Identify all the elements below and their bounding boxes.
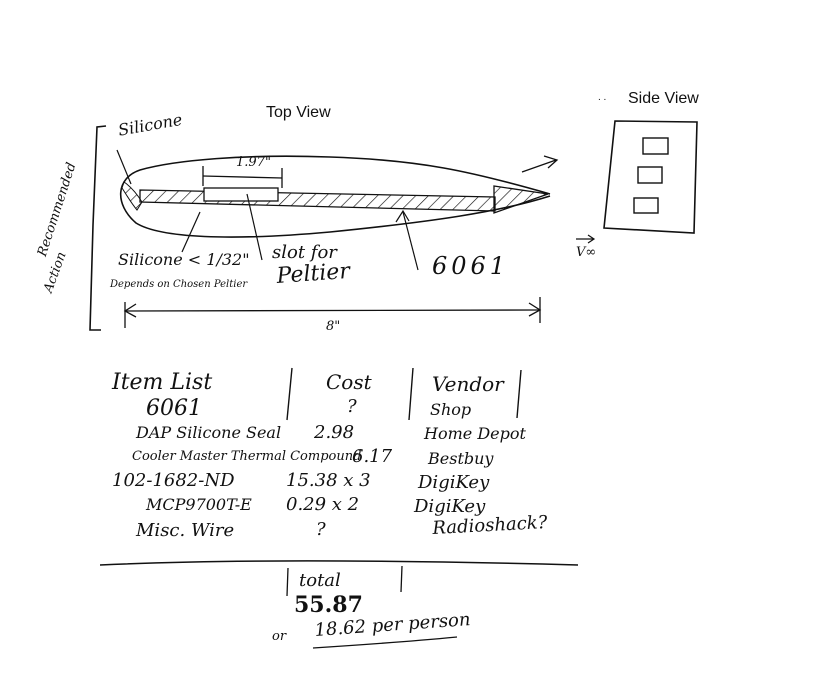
slot-dimension-line: [202, 175, 283, 179]
row-5-item: MCP9700T-E: [146, 495, 252, 514]
row-5-vendor: DigiKey: [414, 496, 486, 517]
row-5-cost: 0.29 x 2: [286, 494, 360, 515]
side-view-sensor-1: [642, 137, 669, 155]
row-6-cost: ?: [316, 519, 326, 540]
table-divider-3: [516, 369, 522, 419]
table-divider-2: [408, 367, 414, 421]
side-view-title: Side View: [628, 90, 699, 107]
material-leader: [402, 211, 419, 271]
side-view-dots: . .: [598, 92, 607, 103]
row-1-cost: ?: [347, 396, 357, 417]
airfoil-outline: [119, 155, 551, 238]
length-dimension-line: [124, 309, 541, 312]
silicone-thickness-label: Silicone < 1/32": [118, 250, 250, 269]
row-2-vendor: Home Depot: [424, 424, 526, 443]
thickness-leader: [181, 211, 201, 253]
freestream-arrow: [576, 234, 596, 244]
vendor-header: Vendor: [432, 372, 504, 396]
silicone-leader: [116, 149, 132, 185]
per-person-underline: [312, 636, 458, 649]
side-view-sensor-2: [637, 166, 663, 184]
row-1-item: 6061: [146, 396, 202, 421]
aluminium-spar: [139, 189, 496, 212]
peltier-label: Peltier: [275, 258, 351, 289]
per-person-prefix: or: [272, 629, 287, 644]
side-view-sensor-3: [633, 197, 659, 214]
leading-edge-silicone: [121, 181, 143, 211]
row-3-cost: 6.17: [352, 446, 393, 467]
row-4-vendor: DigiKey: [418, 472, 490, 493]
row-2-cost: 2.98: [314, 422, 355, 443]
flow-arrow: [521, 155, 559, 173]
row-3-vendor: Bestbuy: [428, 449, 494, 468]
row-6-item: Misc. Wire: [136, 520, 235, 541]
row-3-item: Cooler Master Thermal Compound: [132, 449, 362, 464]
recommended-action-bracket: [89, 125, 107, 331]
row-4-cost: 15.38 x 3: [286, 470, 371, 491]
length-label: 8": [326, 319, 341, 334]
peltier-slot: [203, 187, 279, 202]
side-view-box: [603, 120, 698, 234]
total-label: total: [299, 570, 341, 591]
row-1-vendor: Shop: [430, 400, 472, 419]
slot-dimension-label: 1.97": [236, 155, 271, 170]
total-rule: [99, 560, 579, 566]
row-2-item: DAP Silicone Seal: [136, 423, 282, 442]
trailing-edge-silicone: [493, 185, 549, 214]
material-label: 6061: [432, 252, 510, 280]
table-divider-1: [286, 367, 293, 421]
cost-header: Cost: [326, 370, 372, 394]
slot-for-label: slot for: [272, 242, 337, 263]
slot-leader: [246, 193, 263, 261]
freestream-symbol: V∞: [576, 245, 597, 260]
top-view-title: Top View: [266, 104, 331, 121]
item-list-header: Item List: [112, 370, 213, 395]
total-value: 55.87: [294, 592, 363, 618]
depends-on-peltier-note: Depends on Chosen Peltier: [110, 279, 248, 290]
row-4-item: 102-1682-ND: [112, 470, 235, 491]
